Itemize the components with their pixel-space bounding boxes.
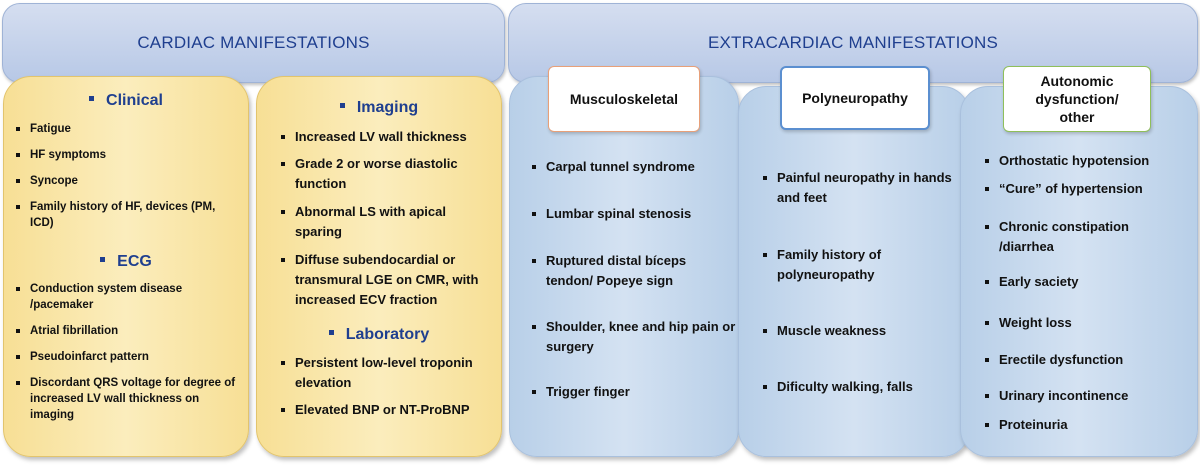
bullet-icon (16, 355, 20, 359)
bullet-icon (985, 225, 989, 229)
list-item: Shoulder, knee and hip pain or surgery (532, 317, 736, 357)
square-bullet-icon (339, 103, 345, 109)
bullet-icon (763, 385, 767, 389)
list-item: Abnormal LS with apical sparing (281, 202, 495, 242)
bullet-icon (985, 187, 989, 191)
list-item: Atrial fibrillation (16, 323, 240, 339)
bullet-icon (281, 408, 285, 412)
imaging-laboratory-panel: Imaging Increased LV wall thickness Grad… (256, 76, 502, 457)
bullet-icon (985, 394, 989, 398)
bullet-icon (532, 212, 536, 216)
bullet-icon (16, 329, 20, 333)
polyneuropathy-panel: Painful neuropathy in hands and feet Fam… (738, 86, 970, 457)
list-item: Carpal tunnel syndrome (532, 157, 736, 177)
ecg-heading: ECG (4, 253, 248, 271)
cardiac-manifestations-header: CARDIAC MANIFESTATIONS (2, 3, 505, 83)
list-item: Syncope (16, 173, 240, 189)
bullet-icon (281, 258, 285, 262)
bullet-icon (985, 280, 989, 284)
list-item: Fatigue (16, 121, 240, 137)
list-item: Weight loss (985, 313, 1194, 333)
bullet-icon (985, 321, 989, 325)
list-item: “Cure” of hypertension (985, 179, 1194, 199)
list-item: Urinary incontinence (985, 386, 1194, 406)
bullet-icon (763, 253, 767, 257)
clinical-ecg-panel: Clinical Fatigue HF symptoms Syncope Fam… (3, 76, 249, 457)
bullet-icon (985, 423, 989, 427)
bullet-icon (281, 210, 285, 214)
list-item: Muscle weakness (763, 321, 962, 341)
square-bullet-icon (89, 96, 95, 102)
list-item: Grade 2 or worse diastolic function (281, 154, 495, 194)
bullet-icon (281, 162, 285, 166)
list-item: Chronic constipation /diarrhea (985, 217, 1159, 257)
list-item: Conduction system disease /pacemaker (16, 281, 230, 313)
square-bullet-icon (100, 257, 106, 263)
bullet-icon (763, 329, 767, 333)
bullet-icon (16, 205, 20, 209)
bullet-icon (16, 153, 20, 157)
bullet-icon (16, 287, 20, 291)
musculoskeletal-panel: Carpal tunnel syndrome Lumbar spinal ste… (509, 76, 739, 457)
bullet-icon (532, 165, 536, 169)
bullet-icon (281, 135, 285, 139)
list-item: Increased LV wall thickness (281, 127, 495, 147)
bullet-icon (16, 127, 20, 131)
list-item: Persistent low-level troponin elevation (281, 353, 495, 393)
imaging-heading: Imaging (257, 99, 501, 117)
list-item: Elevated BNP or NT-ProBNP (281, 400, 495, 420)
list-item: Lumbar spinal stenosis (532, 204, 736, 224)
list-item: Orthostatic hypotension (985, 151, 1194, 171)
list-item: Discordant QRS voltage for degree of inc… (16, 375, 236, 423)
bullet-icon (985, 159, 989, 163)
bullet-icon (532, 259, 536, 263)
bullet-icon (281, 361, 285, 365)
square-bullet-icon (328, 330, 334, 336)
list-item: Erectile dysfunction (985, 350, 1194, 370)
list-item: Family history of polyneuropathy (763, 245, 962, 285)
bullet-icon (16, 179, 20, 183)
extracardiac-header-text: EXTRACARDIAC MANIFESTATIONS (707, 33, 999, 52)
bullet-icon (16, 381, 20, 385)
polyneuropathy-label: Polyneuropathy (780, 66, 930, 130)
bullet-icon (532, 390, 536, 394)
list-item: Ruptured distal bíceps tendon/ Popeye si… (532, 251, 706, 291)
bullet-icon (532, 325, 536, 329)
list-item: Proteinuria (985, 415, 1194, 435)
autonomic-label: Autonomic dysfunction/ other (1003, 66, 1151, 132)
list-item: Family history of HF, devices (PM, ICD) (16, 199, 234, 231)
list-item: Dificulty walking, falls (763, 377, 962, 397)
musculoskeletal-label: Musculoskeletal (548, 66, 700, 132)
list-item: Trigger finger (532, 382, 736, 402)
list-item: Pseudoinfarct pattern (16, 349, 240, 365)
bullet-icon (985, 358, 989, 362)
bullet-icon (763, 176, 767, 180)
list-item: HF symptoms (16, 147, 240, 163)
clinical-heading: Clinical (4, 92, 248, 110)
cardiac-header-text: CARDIAC MANIFESTATIONS (137, 33, 370, 52)
autonomic-other-panel: Orthostatic hypotension “Cure” of hypert… (960, 86, 1198, 457)
list-item: Diffuse subendocardial or transmural LGE… (281, 250, 495, 310)
list-item: Early saciety (985, 272, 1194, 292)
laboratory-heading: Laboratory (257, 326, 501, 344)
list-item: Painful neuropathy in hands and feet (763, 168, 962, 208)
